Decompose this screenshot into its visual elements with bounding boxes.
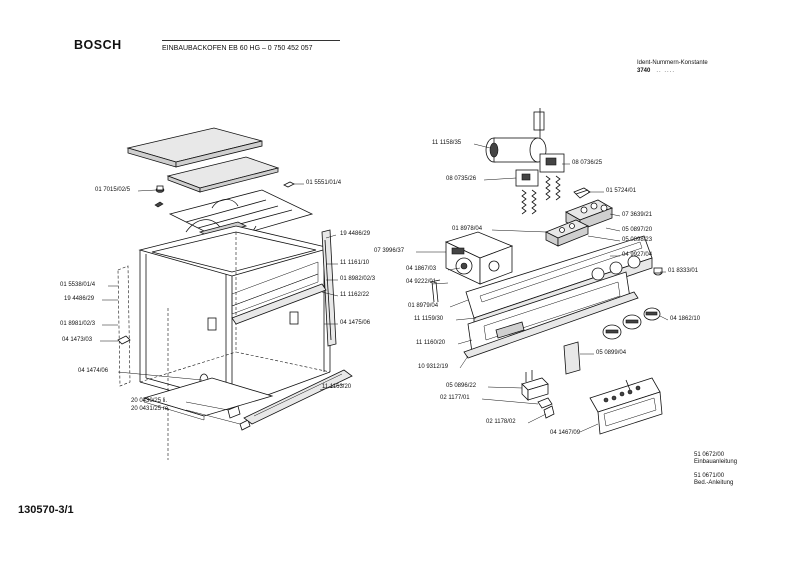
brand-logo: BOSCH	[74, 38, 122, 52]
part-label: 19 4486/29	[340, 231, 371, 237]
clip-01-5724	[573, 187, 591, 199]
part-label: 20 0431/25 re.	[131, 406, 170, 412]
part-label: 05 0898/23	[622, 237, 653, 243]
connector-plug	[521, 370, 549, 401]
part-label: 11 1158/35	[432, 140, 462, 146]
part-label: 01 8978/04	[452, 226, 483, 232]
side-rail-left	[117, 265, 169, 460]
side-rail-right	[321, 229, 337, 347]
motor-capacitor	[485, 108, 547, 163]
front-strip-bottom	[243, 369, 353, 425]
manual-install-name: Einbauanleitung	[694, 459, 738, 465]
part-label: 11 1163/20	[322, 384, 352, 390]
terminal-blocks	[545, 199, 613, 247]
hinge-brackets	[117, 311, 299, 387]
part-label: 02 1178/02	[486, 419, 516, 425]
part-label: 01 5538/01/4	[60, 282, 96, 288]
part-label: 02 1177/01	[440, 395, 470, 401]
leader-lines-left	[100, 183, 345, 425]
top-cover-plates	[126, 127, 280, 193]
manual-operating-number: 51 0671/00	[694, 473, 725, 479]
part-label: 08 0735/26	[446, 176, 477, 182]
part-label: 04 1467/09	[550, 430, 581, 436]
part-label: 01 8981/02/3	[60, 321, 96, 327]
part-label: 19 4486/29	[64, 296, 95, 302]
part-label: 04 1862/10	[670, 316, 701, 322]
part-label: 04 1473/03	[62, 337, 93, 343]
timer-module	[444, 231, 514, 285]
part-label: 08 0736/25	[572, 160, 603, 166]
door-handle	[463, 291, 639, 359]
manual-install-number: 51 0672/00	[694, 452, 725, 458]
document-number: 130570-3/1	[18, 504, 74, 516]
model-line: EINBAUBACKOFEN EB 60 HG – 0 750 452 057	[162, 45, 313, 52]
switch-right	[539, 153, 565, 201]
part-label: 10 9312/19	[418, 364, 449, 370]
bottom-plate	[142, 377, 274, 431]
part-label: 01 8979/04	[408, 303, 439, 309]
part-label: 20 0430/25 li.	[131, 398, 168, 404]
part-label: 11 1160/20	[416, 340, 446, 346]
manual-operating-name: Bed.-Anleitung	[694, 480, 734, 486]
part-label: 01 8982/02/3	[340, 276, 376, 282]
indicator-plate	[563, 341, 581, 375]
part-label: 05 0897/20	[622, 227, 653, 233]
part-label: 04 9927/04	[622, 252, 653, 258]
part-label: 11 1162/22	[340, 292, 370, 298]
ident-value: 3740.. ....	[637, 68, 676, 74]
leader-lines-right	[416, 143, 669, 433]
ident-number: 3740	[637, 68, 651, 74]
part-label: 04 9222/01	[406, 279, 437, 285]
part-label: 01 8333/01	[668, 268, 699, 274]
part-label: 01 5551/01/4	[306, 180, 342, 186]
part-label: 11 1159/30	[414, 316, 444, 322]
part-label: 07 3996/37	[374, 248, 405, 254]
lamp-assembly	[589, 377, 663, 435]
title-rule	[162, 40, 340, 41]
part-label: 05 0896/22	[446, 383, 477, 389]
switch-left	[515, 169, 539, 215]
part-label: 04 1474/06	[78, 368, 109, 374]
part-label: 05 0899/04	[596, 350, 627, 356]
trim-strip	[231, 283, 327, 325]
spring-clip	[429, 279, 441, 303]
part-label: 04 1867/03	[406, 266, 437, 272]
control-knobs	[602, 307, 661, 340]
part-label: 01 7015/02/5	[95, 187, 131, 193]
part-label: 11 1161/10	[340, 260, 370, 266]
part-label: 07 3639/21	[622, 212, 653, 218]
part-label: 04 1475/06	[340, 320, 371, 326]
knob-cap	[653, 267, 663, 276]
ident-label: Ident-Nummern-Konstante	[637, 60, 708, 66]
part-label: 01 5724/01	[606, 188, 637, 194]
fastener-screws	[537, 397, 555, 419]
